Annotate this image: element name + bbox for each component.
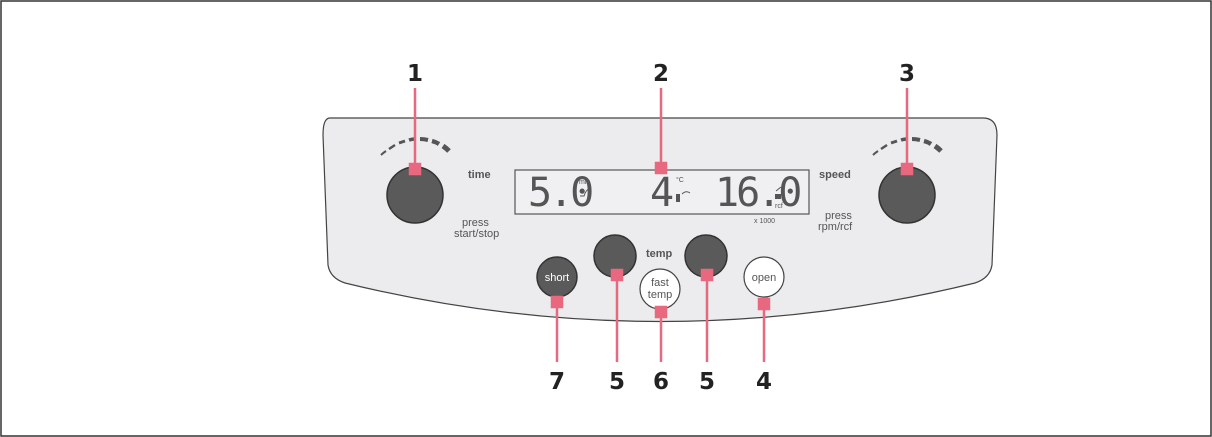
lcd-time-unit: min <box>579 179 590 186</box>
time-dial-scale <box>380 137 451 156</box>
speed-hint-line1: press <box>825 210 852 222</box>
callout-4: 4 <box>756 369 772 395</box>
lcd-lid-icon <box>676 191 691 202</box>
speed-dial-scale <box>872 137 943 156</box>
time-hint-line1: press <box>462 217 489 229</box>
lcd-time-value: 5.0 <box>528 170 592 216</box>
fast-temp-button[interactable]: fast temp <box>639 268 681 310</box>
open-button[interactable]: open <box>743 256 785 298</box>
temp-label: temp <box>646 248 673 260</box>
callout-7: 7 <box>549 369 565 395</box>
time-label: time <box>468 169 491 181</box>
fast-temp-label-line1: fast <box>651 277 669 289</box>
callout-leaders <box>408 88 914 362</box>
lcd-speed-unit: rcf <box>775 203 783 210</box>
callout-1: 1 <box>407 61 423 87</box>
speed-hint-line2: rpm/rcf <box>818 221 853 233</box>
speed-knob[interactable] <box>878 166 936 224</box>
time-hint-line2: start/stop <box>454 228 499 240</box>
short-button-label: short <box>545 272 569 284</box>
lcd-display <box>514 169 810 215</box>
lcd-temp-unit: °C <box>676 176 684 184</box>
control-panel <box>322 117 998 323</box>
short-button[interactable]: short <box>536 256 578 298</box>
fast-temp-label-line2: temp <box>648 289 672 301</box>
lcd-speed-value: 16.0 <box>715 170 800 216</box>
callout-3: 3 <box>899 61 915 87</box>
time-knob[interactable] <box>386 166 444 224</box>
callout-6: 6 <box>653 369 669 395</box>
callout-5-right: 5 <box>699 369 715 395</box>
speed-multiplier: x 1000 <box>754 218 775 225</box>
callout-2: 2 <box>653 61 669 87</box>
lcd-lock-icon <box>775 186 782 199</box>
callout-5-left: 5 <box>609 369 625 395</box>
lcd-ramp-icon <box>580 187 592 197</box>
lcd-temp-value: 4 <box>650 170 673 216</box>
speed-label: speed <box>819 169 851 181</box>
open-button-label: open <box>752 272 776 284</box>
